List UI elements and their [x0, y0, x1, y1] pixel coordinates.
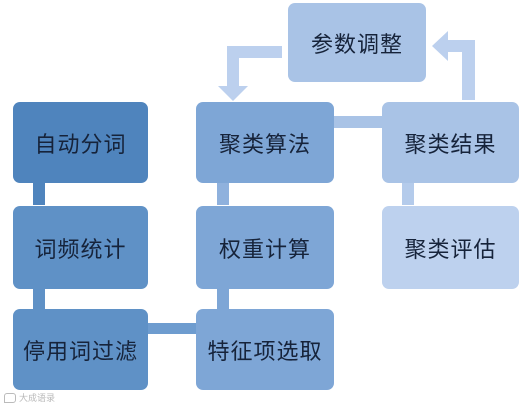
- node-clustering-result: 聚类结果: [382, 102, 519, 183]
- connector-frequency-stopword: [33, 289, 45, 309]
- node-clustering-algorithm-label: 聚类算法: [218, 132, 311, 158]
- node-term-frequency: 词频统计: [13, 206, 148, 289]
- node-stopword-filter: 停用词过滤: [13, 309, 148, 390]
- node-parameter-tuning-label: 参数调整: [310, 32, 403, 58]
- node-weight-calculation-label: 权重计算: [218, 237, 311, 263]
- watermark-text: 大成语录: [19, 394, 56, 404]
- node-term-frequency-label: 词频统计: [34, 237, 127, 263]
- arrow-parameter-to-algorithm: [218, 46, 282, 101]
- node-stopword-filter-label: 停用词过滤: [22, 339, 138, 365]
- node-clustering-result-label: 聚类结果: [404, 132, 497, 158]
- connector-stopword-feature: [148, 323, 196, 334]
- connector-segmentation-frequency: [33, 183, 45, 205]
- node-auto-segmentation-label: 自动分词: [34, 132, 127, 158]
- node-auto-segmentation: 自动分词: [13, 102, 148, 183]
- node-feature-selection-label: 特征项选取: [207, 339, 323, 365]
- node-clustering-evaluation: 聚类评估: [382, 206, 519, 289]
- connector-result-evaluation: [402, 183, 414, 205]
- connector-feature-weight: [217, 289, 229, 309]
- connector-weight-algorithm: [217, 183, 229, 205]
- arrow-result-to-parameter: [432, 31, 475, 100]
- node-clustering-evaluation-label: 聚类评估: [404, 237, 497, 263]
- node-weight-calculation: 权重计算: [196, 206, 334, 289]
- connector-algorithm-result: [334, 116, 382, 128]
- watermark: 大成语录: [4, 391, 55, 404]
- speech-bubble-icon: [4, 392, 16, 403]
- node-clustering-algorithm: 聚类算法: [196, 102, 334, 183]
- node-feature-selection: 特征项选取: [196, 309, 334, 390]
- node-parameter-tuning: 参数调整: [288, 3, 426, 82]
